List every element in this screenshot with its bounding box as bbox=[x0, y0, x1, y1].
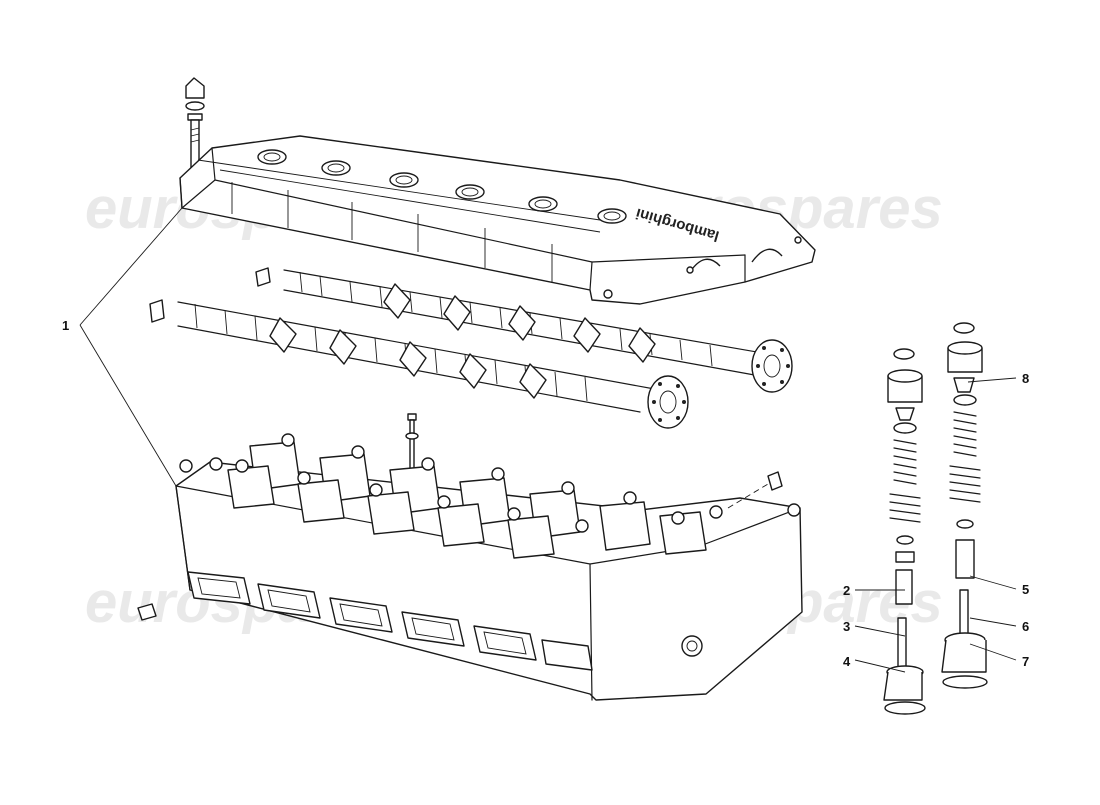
head-stud bbox=[405, 413, 419, 483]
callout-7: 7 bbox=[1022, 654, 1029, 669]
leader-lines bbox=[79, 207, 1017, 673]
exhaust-ports bbox=[187, 571, 593, 671]
cylinder-head bbox=[137, 413, 803, 701]
callout-4: 4 bbox=[843, 654, 851, 669]
callout-2: 2 bbox=[843, 583, 850, 598]
cover-stud bbox=[185, 77, 205, 173]
callout-5: 5 bbox=[1022, 582, 1029, 597]
callout-8: 8 bbox=[1022, 371, 1029, 386]
callout-3: 3 bbox=[843, 619, 850, 634]
callout-labels: 1 2 3 4 5 6 7 8 bbox=[62, 318, 1029, 669]
callout-1: 1 bbox=[62, 318, 69, 333]
cap-nuts bbox=[179, 433, 801, 533]
callout-6: 6 bbox=[1022, 619, 1029, 634]
valve-assembly-left bbox=[883, 348, 926, 715]
camshaft-lower bbox=[149, 299, 689, 429]
camshaft-upper bbox=[255, 267, 793, 393]
valve-assembly-right bbox=[941, 322, 988, 689]
bearing-caps bbox=[227, 441, 707, 559]
cam-cover: lamborghini bbox=[179, 77, 816, 305]
